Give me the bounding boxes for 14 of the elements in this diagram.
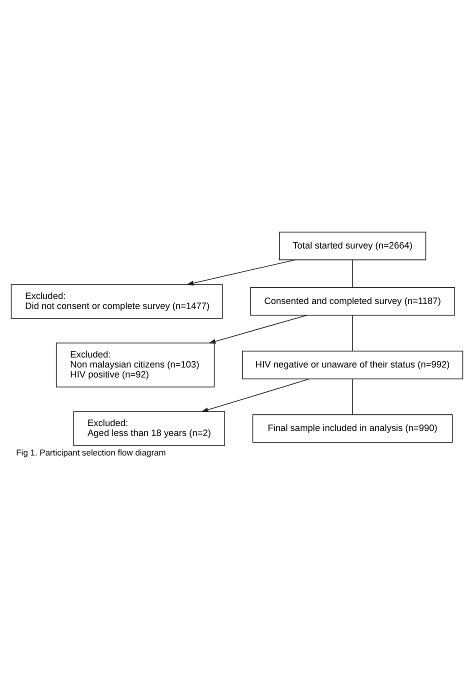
node-box: HIV negative or unaware of their status (n=992) xyxy=(242,350,464,379)
node-box: Total started survey (n=2664) xyxy=(279,231,426,260)
node-box: Excluded: Aged less than 18 years (n=2) xyxy=(73,410,226,446)
connector xyxy=(352,378,353,415)
node-box: Excluded: Non malaysian citizens (n=103) HIV positive (n=92) xyxy=(56,342,215,387)
caption: Fig 1. Participant selection flow diagram xyxy=(16,446,166,457)
arrow xyxy=(201,378,310,412)
arrow xyxy=(186,258,296,286)
connector xyxy=(352,259,353,288)
arrow xyxy=(208,314,307,344)
node-box: Excluded: Did not consent or complete survey (n=1477) xyxy=(10,284,223,318)
node-box: Consented and completed survey (n=1187) xyxy=(250,286,456,316)
connector xyxy=(352,314,353,351)
node-box: Final sample included in analysis (n=990) xyxy=(252,414,453,442)
